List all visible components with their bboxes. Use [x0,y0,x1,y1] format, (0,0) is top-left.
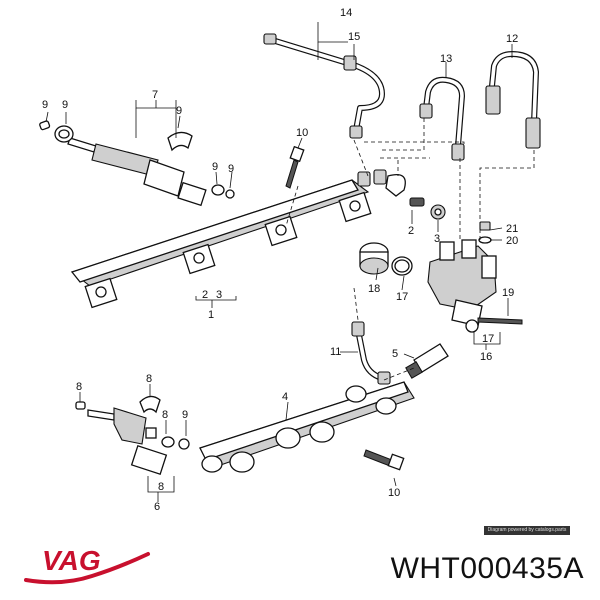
bolt-19 [477,317,523,325]
dashed-assembly-lines [285,118,535,381]
o-ring-upper [54,125,74,143]
fuel-line-12 [485,51,541,149]
callout-7: 7 [152,89,158,101]
callout-9f: 9 [182,409,188,421]
pressure-damper [359,242,389,275]
lower-fuel-rail [199,381,415,473]
vag-logo: VAG [24,545,150,585]
callout-3b: 3 [434,233,440,245]
callout-6: 6 [154,501,160,513]
washer-20 [478,236,492,244]
callout-4: 4 [282,391,288,403]
washer-upper [211,184,235,199]
callout-9e: 9 [228,163,234,175]
bolt-2 [409,197,425,207]
callout-19: 19 [502,287,514,299]
upper-fuel-rail [70,179,372,309]
callout-18: 18 [368,283,380,295]
callout-5: 5 [392,348,398,360]
rail-end-fitting [357,169,406,197]
callout-17b: 17 [482,333,494,345]
callout-10a: 10 [296,127,308,139]
callout-9c: 9 [176,105,182,117]
high-pressure-pump [427,239,497,333]
callout-1: 1 [208,309,214,321]
callout-labels: 14 15 13 12 7 9 9 9 9 9 10 2 3 1 2 3 21 … [42,7,518,513]
callout-13: 13 [440,53,452,65]
retaining-clip-upper [167,131,193,152]
callout-11: 11 [330,346,341,358]
fuel-line-11 [351,321,391,385]
nut-3 [430,204,446,220]
bolt-upper [285,145,305,189]
washer-lower [161,436,190,450]
pressure-sensor [405,343,449,379]
callout-2b: 2 [408,225,414,237]
fuel-line-14 [263,33,385,139]
callout-8d: 8 [158,481,164,493]
small-seal-lower [75,401,86,410]
callout-9d: 9 [212,161,218,173]
callout-21: 21 [506,223,518,235]
retaining-clip-lower [139,395,161,414]
callout-2a: 2 [202,289,208,301]
vag-logo-text: VAG [42,545,101,576]
callout-8a: 8 [76,381,82,393]
bolt-lower [363,449,405,471]
callout-10b: 10 [388,487,400,499]
callout-3a: 3 [216,289,222,301]
catalog-watermark: Diagram powered by catalogs.parts [484,526,570,535]
fuel-line-13 [419,76,465,161]
part-number: WHT000435A [390,552,584,585]
callout-9a: 9 [42,99,48,111]
callout-16: 16 [480,351,492,363]
leader-lines [45,22,513,502]
upper-injector [67,137,207,207]
seal-ring [391,256,413,276]
screw-21 [479,221,491,231]
callout-8b: 8 [146,373,152,385]
callout-15: 15 [348,31,360,43]
callout-14: 14 [340,7,352,19]
small-seal-upper [39,120,51,131]
callout-20: 20 [506,235,518,247]
callout-9b: 9 [62,99,68,111]
lower-injector [87,407,168,475]
callout-8c: 8 [162,409,168,421]
callout-12: 12 [506,33,518,45]
callout-17a: 17 [396,291,408,303]
